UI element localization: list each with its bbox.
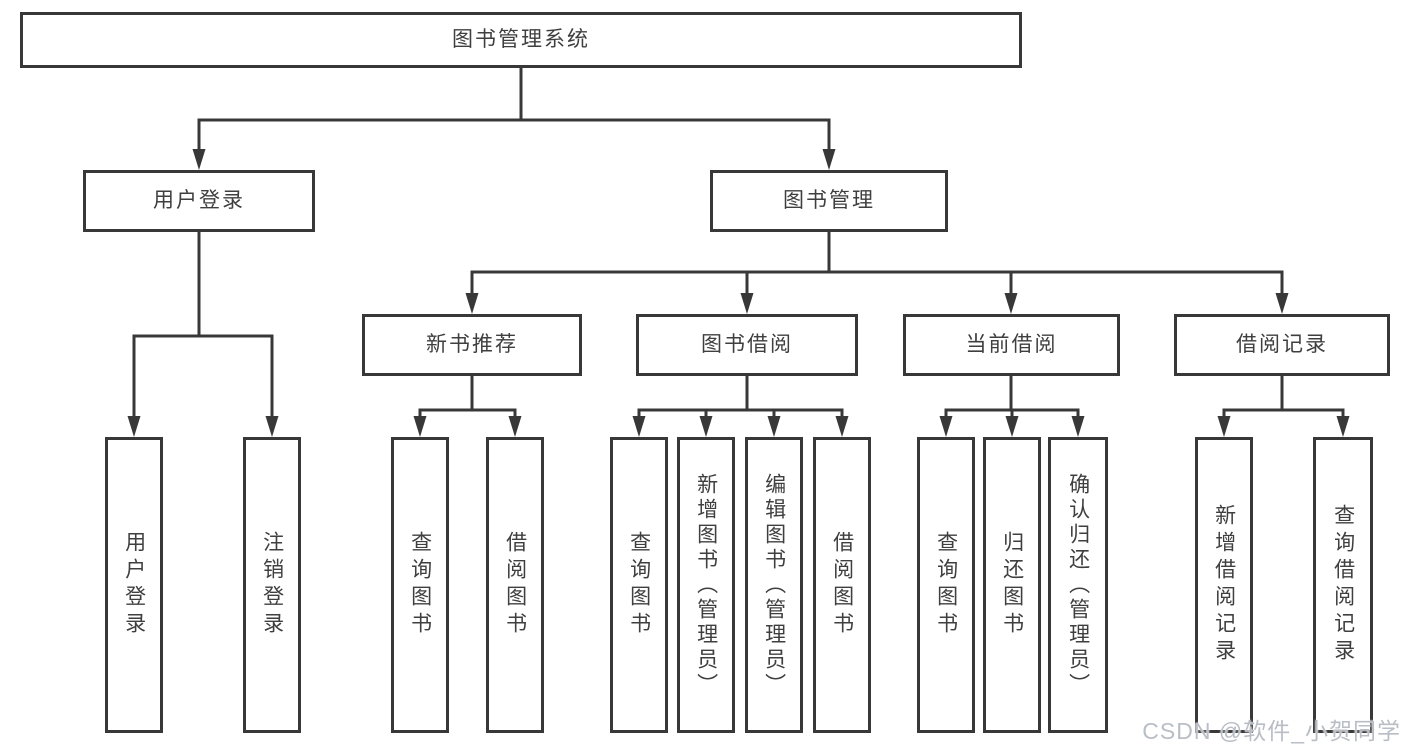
leaf-return-books: 归还图书 bbox=[983, 437, 1041, 733]
node-label: 查询图书 bbox=[934, 531, 958, 639]
node-label: 新增图书（管理员） bbox=[694, 472, 718, 698]
node-label: 新增借阅记录 bbox=[1212, 504, 1236, 666]
leaf-query-books-1: 查询图书 bbox=[391, 437, 449, 733]
node-new-book-recommend: 新书推荐 bbox=[362, 314, 582, 376]
node-label: 图书管理系统 bbox=[452, 28, 590, 52]
leaf-add-borrow-record: 新增借阅记录 bbox=[1195, 437, 1253, 733]
node-label: 查询图书 bbox=[408, 531, 432, 639]
node-label: 确认归还（管理员） bbox=[1066, 472, 1090, 698]
leaf-confirm-return-admin: 确认归还（管理员） bbox=[1048, 437, 1108, 733]
node-current-borrow: 当前借阅 bbox=[903, 314, 1120, 376]
node-label: 用户登录 bbox=[122, 531, 146, 639]
node-label: 编辑图书（管理员） bbox=[762, 472, 786, 698]
node-label: 注销登录 bbox=[260, 531, 284, 639]
node-label: 新书推荐 bbox=[426, 333, 518, 357]
node-label: 借阅记录 bbox=[1236, 333, 1328, 357]
node-label: 当前借阅 bbox=[965, 333, 1058, 357]
node-label: 图书管理 bbox=[783, 189, 875, 213]
node-label: 借阅图书 bbox=[830, 531, 854, 639]
watermark: CSDN @软件_小贺同学 bbox=[1142, 718, 1401, 744]
node-user-login: 用户登录 bbox=[83, 170, 315, 232]
node-label: 归还图书 bbox=[1000, 531, 1024, 639]
leaf-add-books-admin: 新增图书（管理员） bbox=[677, 437, 735, 733]
node-book-management: 图书管理 bbox=[710, 170, 948, 232]
leaf-query-books-3: 查询图书 bbox=[917, 437, 975, 733]
node-label: 用户登录 bbox=[153, 189, 245, 213]
node-label: 图书借阅 bbox=[701, 333, 793, 357]
leaf-query-books-2: 查询图书 bbox=[610, 437, 668, 733]
node-root: 图书管理系统 bbox=[20, 12, 1022, 68]
node-label: 借阅图书 bbox=[503, 531, 527, 639]
node-book-borrow: 图书借阅 bbox=[636, 314, 858, 376]
leaf-user-login: 用户登录 bbox=[105, 437, 163, 733]
leaf-borrow-books-1: 借阅图书 bbox=[486, 437, 544, 733]
node-label: 查询借阅记录 bbox=[1331, 504, 1355, 666]
leaf-borrow-books-2: 借阅图书 bbox=[813, 437, 871, 733]
node-borrow-records: 借阅记录 bbox=[1174, 314, 1390, 376]
node-label: 查询图书 bbox=[627, 531, 651, 639]
leaf-edit-books-admin: 编辑图书（管理员） bbox=[745, 437, 803, 733]
leaf-logout: 注销登录 bbox=[243, 437, 301, 733]
leaf-query-borrow-record: 查询借阅记录 bbox=[1313, 437, 1373, 733]
